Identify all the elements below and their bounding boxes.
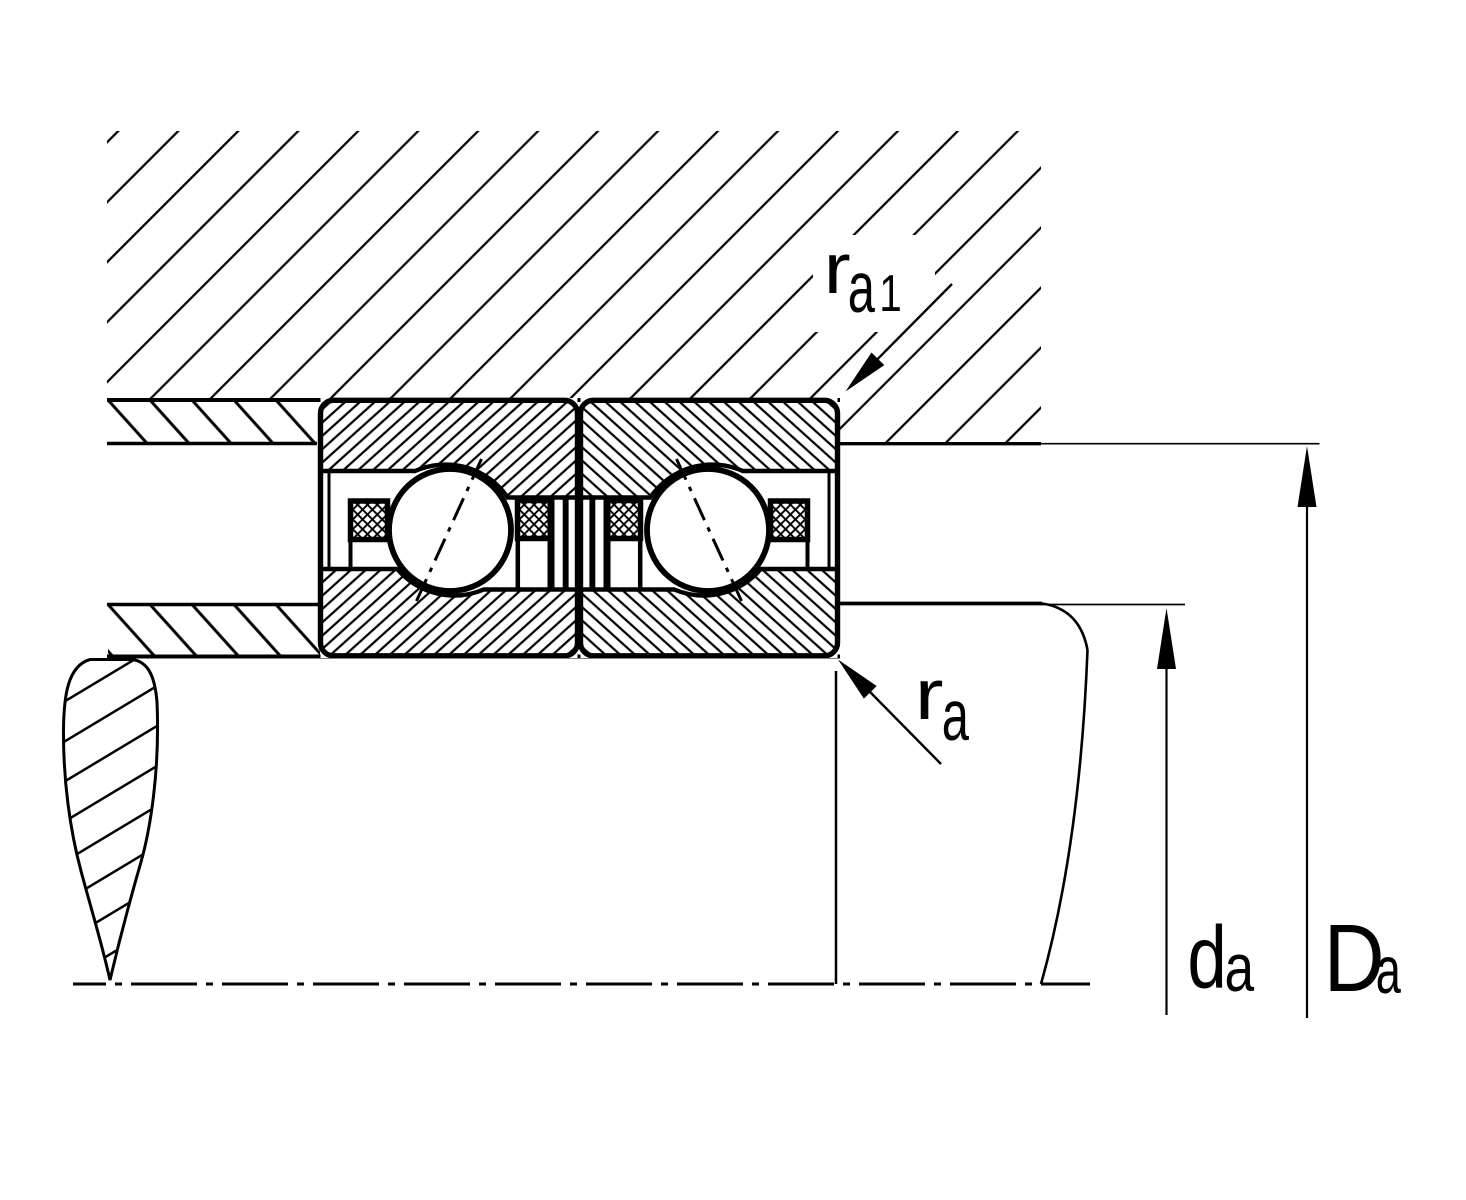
svg-text:a: a [848, 249, 876, 328]
svg-text:1: 1 [879, 265, 902, 323]
svg-text:r: r [824, 230, 851, 309]
svg-text:r: r [915, 656, 944, 735]
svg-text:D: D [1324, 905, 1385, 1012]
svg-text:a: a [1225, 930, 1255, 1006]
svg-text:d: d [1187, 908, 1226, 1007]
svg-text:a: a [1376, 933, 1402, 1008]
svg-text:a: a [942, 677, 970, 756]
